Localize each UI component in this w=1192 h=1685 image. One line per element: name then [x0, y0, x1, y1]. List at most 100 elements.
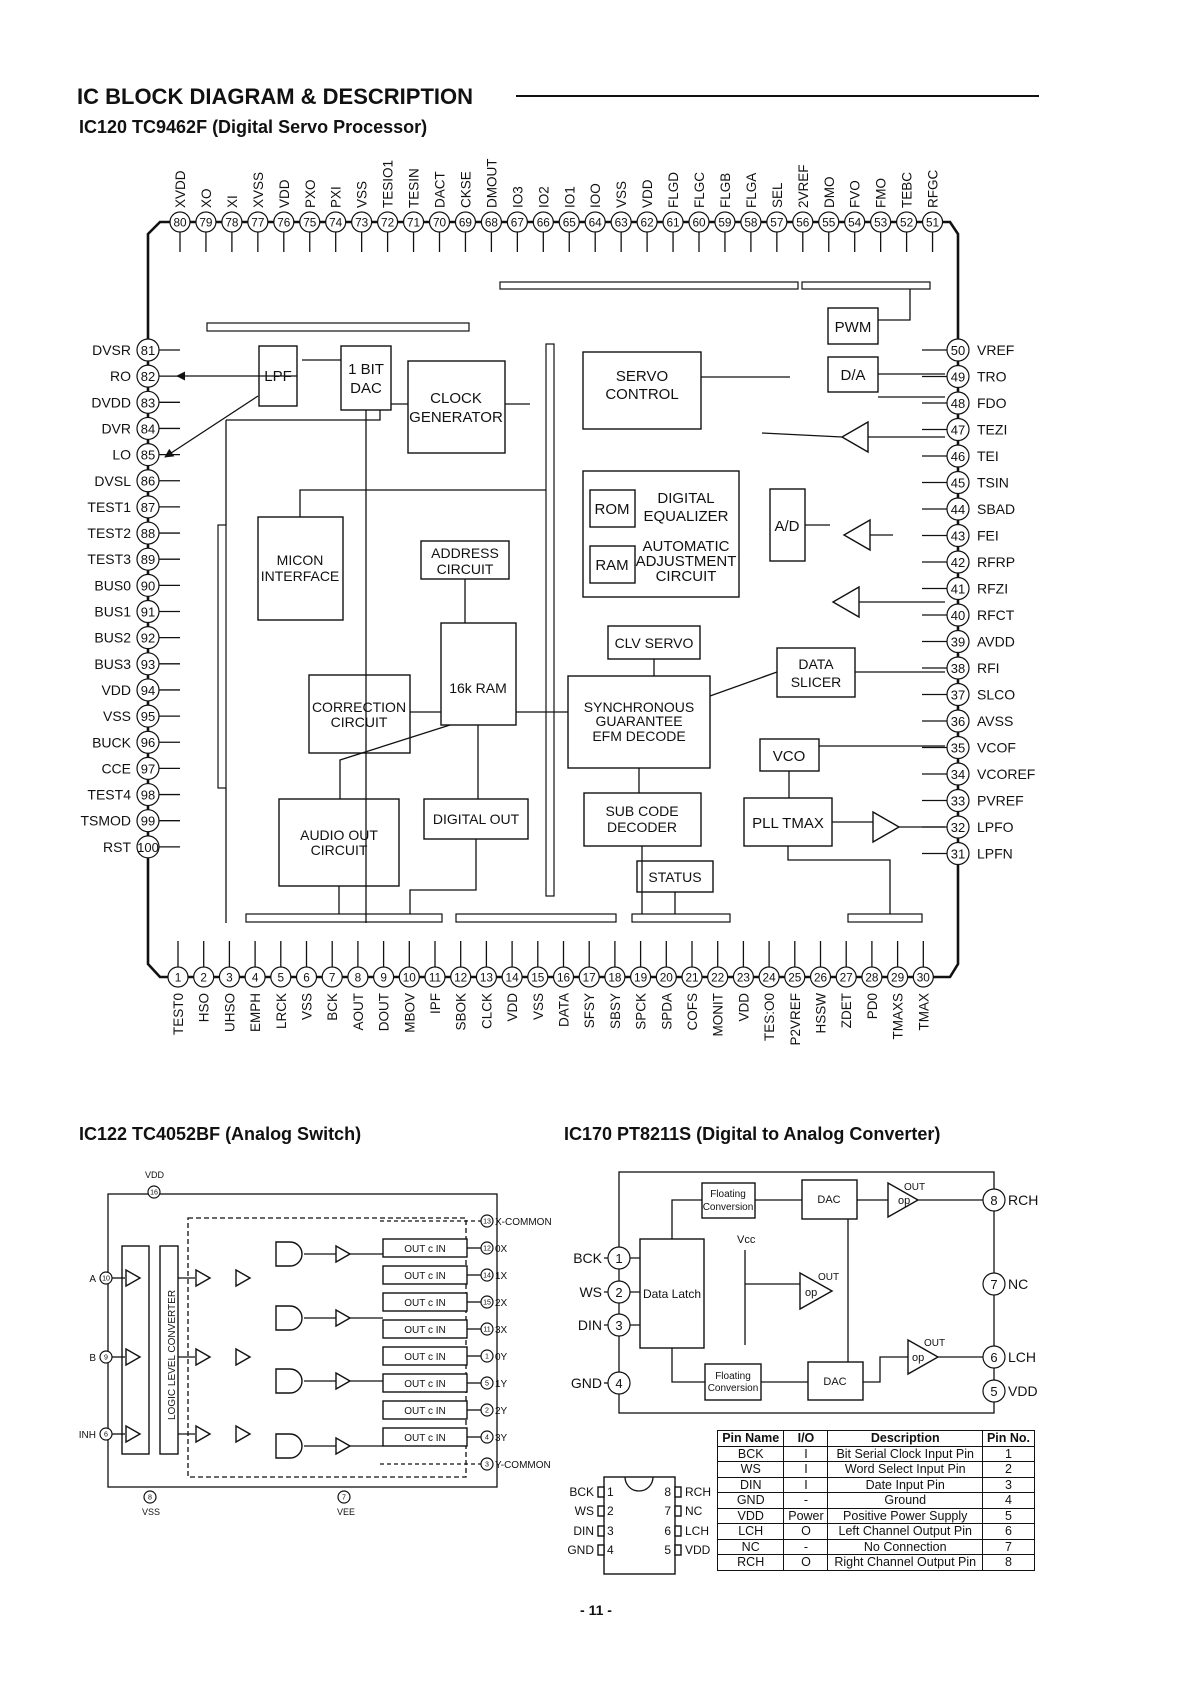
package-pin-1-number: 1: [607, 1485, 614, 1499]
ic120-pin-56-number: 56: [796, 216, 810, 230]
ic120-pin-87-label: TEST1: [87, 499, 131, 515]
ic120-pin-36-circle: [946, 709, 970, 733]
ic120-pin-9-label: DOUT: [377, 993, 392, 1031]
ic120-pin-93-label: BUS3: [94, 656, 131, 672]
ic120-pin-75-number: 75: [303, 216, 317, 230]
package-pin-7-number: 7: [664, 1504, 671, 1518]
ic170-pin-2-number: 2: [615, 1285, 622, 1300]
ic122-pin-16-number: 16: [150, 1189, 158, 1197]
svg-text:MICON: MICON: [277, 552, 324, 568]
logic-level-converter-label: LOGIC LEVEL CONVERTER: [167, 1290, 178, 1420]
ic120-pin-86-number: 86: [141, 474, 155, 489]
ic120-pin-64-label: IOO: [588, 183, 603, 208]
ic120-pin-40-number: 40: [951, 608, 965, 623]
ic120-pin-20-label: SPDA: [659, 993, 674, 1030]
table-cell: WS: [716, 1461, 785, 1478]
ic120-pin-45-number: 45: [951, 475, 965, 490]
ic120-pin-13-circle: [475, 966, 497, 988]
ic120-pin-71-label: TESIN: [407, 168, 422, 208]
package-pin-4-label: GND: [567, 1543, 594, 1557]
ic120-pin-63-label: VSS: [614, 181, 629, 208]
ic120-pin-99-label: TSMOD: [80, 813, 131, 829]
clv-servo-block: CLV SERVO: [607, 625, 701, 660]
ic170-pin-1-number: 1: [615, 1251, 622, 1266]
ic120-pin-41-number: 41: [951, 581, 965, 596]
svg-text:STATUS: STATUS: [648, 869, 701, 885]
ic120-pin-34-number: 34: [951, 767, 965, 782]
ic120-pin-20-circle: [655, 966, 677, 988]
pwm-block: PWM: [827, 307, 879, 345]
ic120-pin-23-number: 23: [737, 971, 751, 985]
ic120-pin-12-number: 12: [454, 971, 467, 985]
ic120-pin-66-number: 66: [537, 216, 551, 230]
ic120-pin-96-label: BUCK: [92, 734, 132, 750]
ic122-pin-12-label: 0X: [495, 1244, 508, 1255]
bottom-bus-1: [245, 913, 443, 923]
svg-text:op: op: [898, 1195, 910, 1207]
ic120-pin-77-label: XVSS: [251, 172, 266, 208]
ic170-pin-5-circle: [982, 1379, 1006, 1403]
ic120-pin-26-circle: [809, 966, 832, 988]
package-pin-4-number: 4: [607, 1543, 614, 1557]
ic120-pin-47-circle: [946, 417, 970, 442]
svg-text:EFM DECODE: EFM DECODE: [592, 728, 685, 744]
ic120-pin-4-circle: [244, 966, 266, 988]
svg-text:1 BIT: 1 BIT: [348, 361, 384, 378]
ic122-pin-9-label: B: [89, 1353, 96, 1364]
ic122-pin-3-number: 3: [485, 1461, 489, 1469]
svg-text:AUTOMATIC: AUTOMATIC: [643, 538, 730, 555]
dac-top-block: DAC: [801, 1179, 858, 1220]
ic122-pin-1-label: 0Y: [495, 1352, 508, 1363]
bottom-bus-2: [455, 913, 617, 923]
package-pin-1-label: BCK: [569, 1485, 594, 1499]
ic120-pin-1-circle: [167, 966, 189, 988]
ic120-pin-38-circle: [946, 656, 970, 680]
ic120-pin-64-number: 64: [589, 216, 603, 230]
ic120-pin-5-circle: [270, 966, 292, 988]
ic120-pin-55-label: DMO: [822, 177, 837, 209]
ic120-pin-56-label: 2VREF: [796, 164, 811, 208]
ic120-pin-89-number: 89: [141, 552, 155, 567]
data-latch-block: Data Latch: [639, 1238, 705, 1349]
ic120-pin-2-number: 2: [200, 971, 207, 985]
ic170-pin-6-number: 6: [990, 1350, 997, 1365]
ic170-pin-8-number: 8: [990, 1193, 997, 1208]
ic122-pin-14-number: 14: [483, 1272, 491, 1280]
ic120-pin-35-number: 35: [951, 740, 965, 755]
ic120-pin-76-number: 76: [277, 216, 291, 230]
ic120-pin-34-circle: [946, 762, 970, 786]
ic170-pin-3-circle: [607, 1313, 631, 1337]
ic120-pin-24-circle: [758, 966, 780, 988]
ic120-pin-80-number: 80: [173, 216, 187, 230]
ic120-pin-36-number: 36: [951, 714, 965, 729]
ic120-pin-37-label: SLCO: [977, 687, 1015, 703]
ic122-pin-14-label: 1X: [495, 1271, 508, 1282]
ic120-pin-88-label: TEST2: [87, 525, 131, 541]
ic120-pin-70-number: 70: [433, 216, 447, 230]
clock-generator-block: CLOCK GENERATOR: [407, 360, 506, 454]
package-pin-5-label: VDD: [685, 1543, 711, 1557]
top-bus-mid: [499, 281, 799, 290]
ic122-pin-4-label: 3Y: [495, 1433, 508, 1444]
ic120-pin-46-label: TEI: [977, 448, 999, 464]
ic122-switch-4-label: OUT c IN: [404, 1325, 445, 1336]
svg-text:DATA: DATA: [798, 656, 834, 672]
ic170-pin-6-circle: [982, 1345, 1006, 1369]
ic120-pin-67-label: IO3: [510, 186, 525, 208]
ic120-pin-8-label: AOUT: [351, 993, 366, 1031]
ic122-pin-2-number: 2: [485, 1407, 489, 1415]
svg-text:Conversion: Conversion: [703, 1202, 754, 1213]
ic120-pin-40-circle: [946, 603, 970, 627]
ic120-pin-31-number: 31: [951, 846, 965, 861]
ic120-pin-79-label: XO: [199, 188, 214, 208]
ic120-pin-86-label: DVSL: [94, 473, 131, 489]
ic120-pin-22-label: MONIT: [711, 993, 726, 1037]
ic120-pin-19-label: SPCK: [634, 993, 649, 1030]
ic170-pin-7-label: NC: [1008, 1276, 1028, 1292]
ic120-pin-53-number: 53: [874, 216, 888, 230]
table-cell: 5: [981, 1507, 1036, 1524]
svg-text:OUT: OUT: [904, 1182, 925, 1193]
svg-text:CORRECTION: CORRECTION: [312, 699, 406, 715]
ic120-pin-50-label: VREF: [977, 342, 1014, 358]
